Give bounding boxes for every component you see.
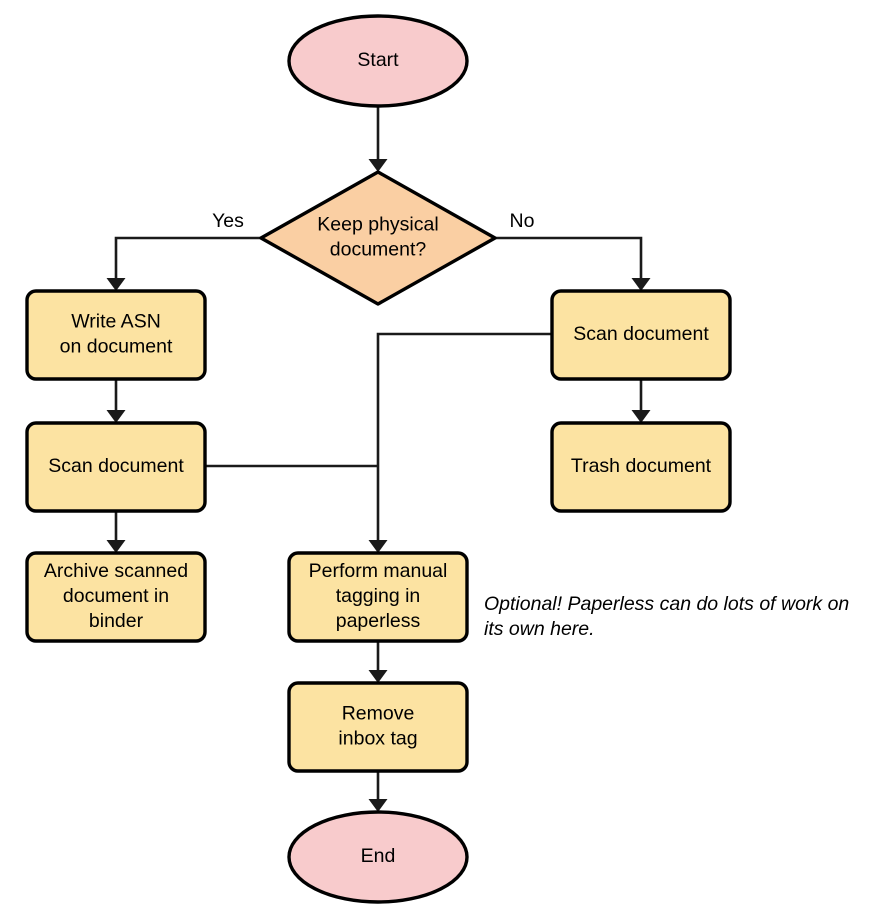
terminator-shape: [287, 14, 469, 108]
decision-shape: [259, 170, 497, 306]
arrowhead-icon: [106, 540, 126, 553]
node-end[interactable]: End: [287, 810, 469, 904]
process-shape: [287, 681, 469, 773]
node-scan-document-left[interactable]: Scan document: [25, 421, 207, 513]
edge-line: [114, 236, 261, 285]
arrowhead-icon: [368, 159, 388, 172]
edge-scan-right-to-trash: [631, 379, 651, 423]
process-shape: [550, 289, 732, 381]
node-label-scan-document-left: Scan document: [48, 455, 184, 477]
edge-line: [495, 236, 643, 285]
edge-line: [376, 332, 552, 547]
process-shape: [287, 551, 469, 643]
edge-label-decision-to-scan-right: No: [510, 210, 535, 232]
annotations-layer: Optional! Paperless can do lots of work …: [484, 593, 849, 640]
node-label-trash-document: Trash document: [571, 455, 712, 477]
edges-layer: Yes No: [106, 106, 651, 812]
edge-scan-left-to-archive: [106, 511, 126, 553]
edge-write-asn-to-scan-left: [106, 379, 126, 423]
edge-label-decision-to-write-asn: Yes: [212, 210, 244, 232]
edge-tagging-to-remove-inbox: [368, 641, 388, 683]
edge-start-to-decision: [368, 106, 388, 172]
edge-decision-to-scan-right: No: [495, 210, 651, 291]
annotation-optional-note: Optional! Paperless can do lots of work …: [484, 593, 849, 640]
node-scan-document-right[interactable]: Scan document: [550, 289, 732, 381]
arrowhead-icon: [106, 278, 126, 291]
arrowhead-icon: [368, 540, 388, 553]
process-shape: [550, 421, 732, 513]
arrowhead-icon: [631, 278, 651, 291]
arrowhead-icon: [106, 410, 126, 423]
process-shape: [25, 551, 207, 643]
node-label-start: Start: [357, 49, 399, 71]
edge-scan-right-to-tagging: [368, 332, 552, 553]
terminator-shape: [287, 810, 469, 904]
node-start[interactable]: Start: [287, 14, 469, 108]
arrowhead-icon: [631, 410, 651, 423]
arrowhead-icon: [368, 670, 388, 683]
edge-decision-to-write-asn: Yes: [106, 210, 261, 291]
arrowhead-icon: [368, 799, 388, 812]
node-trash-document[interactable]: Trash document: [550, 421, 732, 513]
edge-remove-inbox-to-end: [368, 771, 388, 812]
node-label-end: End: [361, 845, 396, 867]
process-shape: [25, 289, 207, 381]
process-shape: [25, 421, 207, 513]
node-label-scan-document-right: Scan document: [573, 323, 709, 345]
